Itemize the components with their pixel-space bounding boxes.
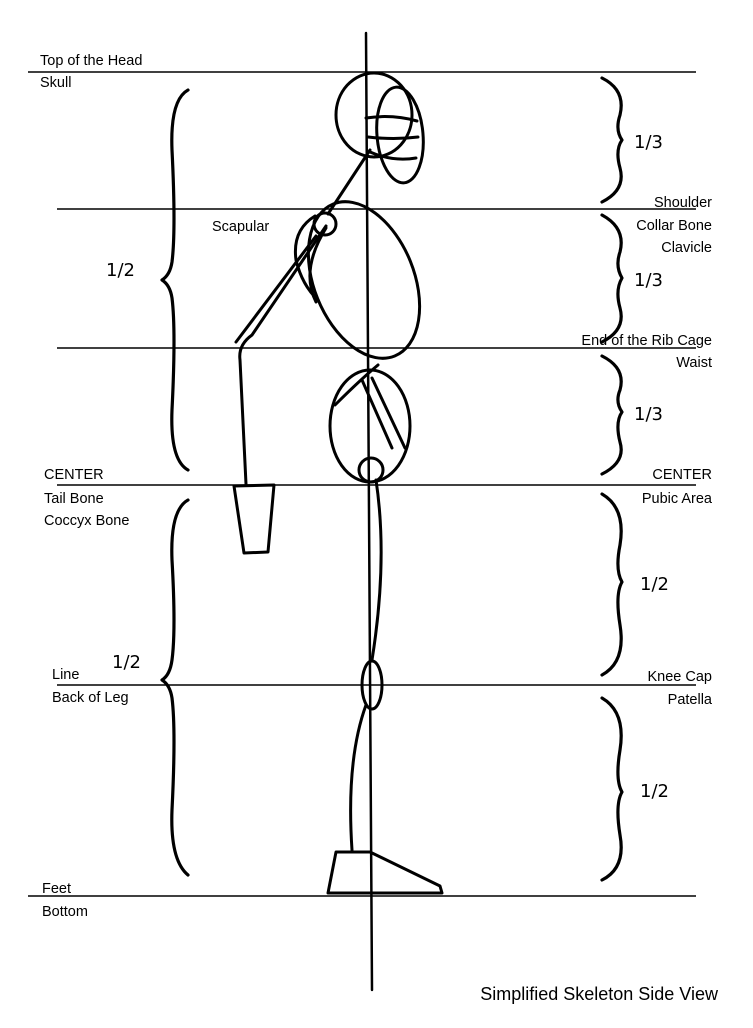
brace-lower-half-left: [160, 498, 190, 877]
label-tail-bone: Tail Bone: [44, 491, 104, 507]
label-waist: Waist: [676, 355, 712, 371]
brace-upper-half-left: [160, 88, 190, 472]
label-shoulder: Shoulder: [654, 195, 712, 211]
label-feet: Feet: [42, 881, 71, 897]
knee-cap-shape: [360, 659, 384, 711]
label-patella: Patella: [668, 692, 713, 708]
label-skull: Skull: [40, 75, 71, 91]
label-collar-bone: Collar Bone: [636, 218, 712, 234]
brace-thigh: [600, 492, 624, 677]
hand-shape: [232, 483, 276, 555]
label-bottom: Bottom: [42, 904, 88, 920]
shin-line: [349, 703, 368, 852]
label-end-rib-cage: End of the Rib Cage: [581, 333, 712, 349]
fraction-chest: 1/3: [634, 270, 663, 291]
brace-abdomen: [600, 354, 624, 476]
label-top-of-head: Top of the Head: [40, 53, 142, 69]
pelvis-shape: [328, 363, 412, 484]
diagram-caption: Simplified Skeleton Side View: [480, 984, 719, 1004]
vertical-center-line: [364, 31, 374, 992]
brace-head: [600, 76, 624, 204]
fraction-shin: 1/2: [640, 781, 669, 802]
fraction-thigh: 1/2: [640, 574, 669, 595]
fraction-lower-half-left: 1/2: [112, 652, 141, 673]
label-center-right: CENTER: [652, 467, 712, 483]
label-back-of-leg: Back of Leg: [52, 690, 129, 706]
brace-shin: [600, 696, 624, 882]
skull-shape: [334, 71, 425, 185]
thigh-line: [370, 478, 383, 662]
label-line: Line: [52, 667, 79, 683]
fraction-upper-half-left: 1/2: [106, 260, 135, 281]
label-scapular: Scapular: [212, 219, 269, 235]
fraction-head: 1/3: [634, 132, 663, 153]
rib-cage-shape: [306, 200, 422, 360]
fraction-abdomen: 1/3: [634, 404, 663, 425]
label-knee-cap: Knee Cap: [648, 669, 713, 685]
label-coccyx-bone: Coccyx Bone: [44, 513, 129, 529]
label-center-left: CENTER: [44, 467, 104, 483]
brace-chest: [600, 213, 624, 344]
forearm-line: [234, 234, 318, 344]
label-clavicle: Clavicle: [661, 240, 712, 256]
scapula-shape: [293, 211, 338, 302]
upper-arm-line: [238, 224, 328, 486]
label-pubic-area: Pubic Area: [642, 491, 713, 507]
foot-shape: [326, 850, 444, 895]
